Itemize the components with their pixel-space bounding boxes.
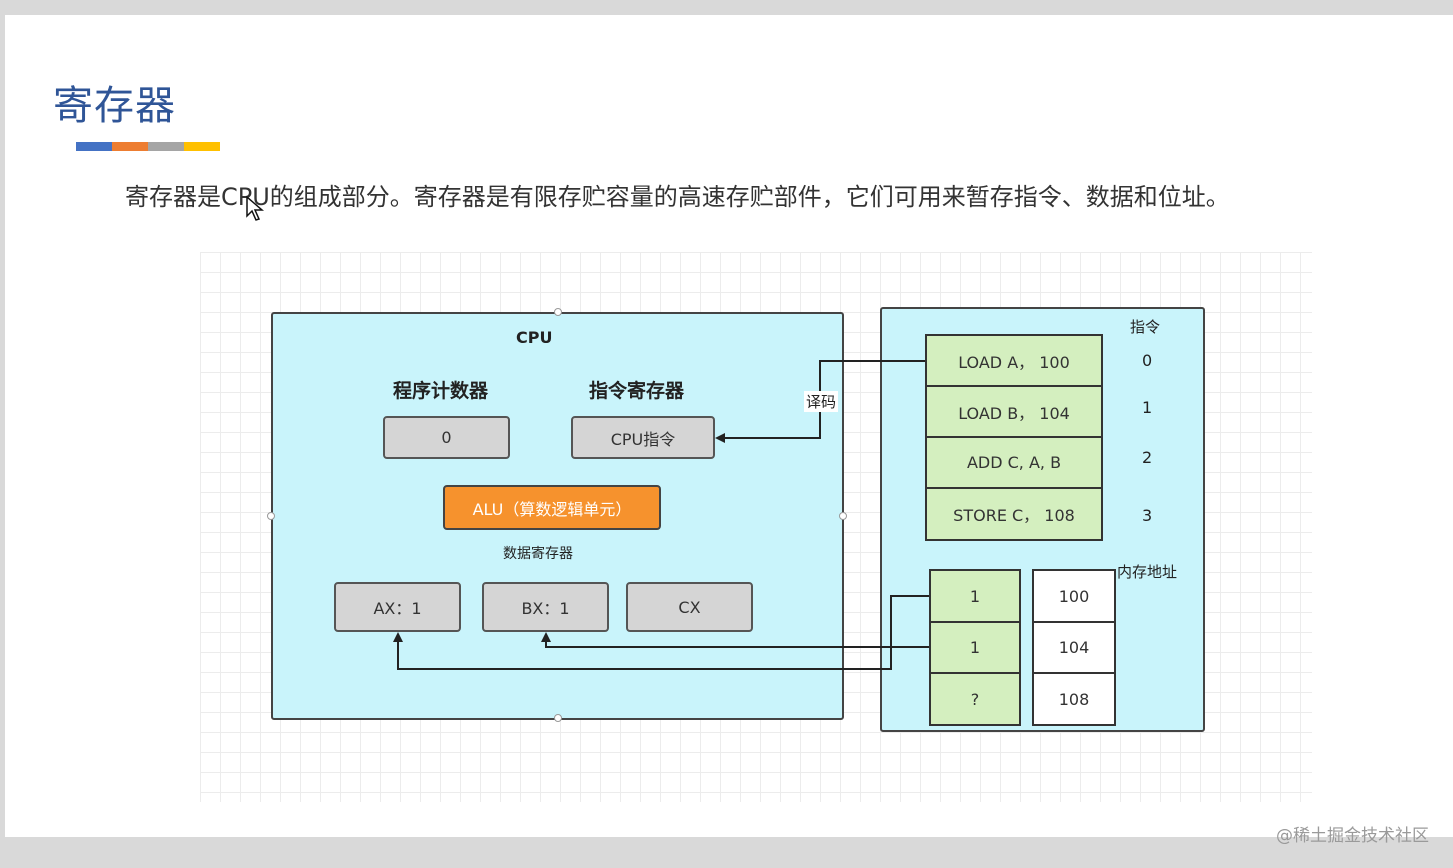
intro-text: 寄存器是CPU的组成部分。寄存器是有限存贮容量的高速存贮部件，它们可用来暂存指令…: [125, 183, 1230, 211]
memory-address-cell[interactable]: 104: [1032, 621, 1116, 674]
underline-segment-gray: [148, 142, 184, 151]
title-underline: [76, 142, 220, 151]
memory-address-cell[interactable]: 108: [1032, 672, 1116, 726]
cpu-title: CPU: [516, 328, 553, 347]
register-cx[interactable]: CX: [626, 582, 753, 632]
memory-data-cell[interactable]: 1: [929, 621, 1021, 674]
selection-handle[interactable]: [267, 512, 275, 520]
memory-data-cell[interactable]: ?: [929, 672, 1021, 726]
data-register-label: 数据寄存器: [503, 546, 573, 562]
selection-handle[interactable]: [554, 714, 562, 722]
instruction-index: 3: [1142, 506, 1153, 525]
instruction-header: 指令: [1130, 318, 1161, 336]
instruction-index: 1: [1142, 398, 1153, 417]
underline-segment-blue: [76, 142, 112, 151]
instruction-cell[interactable]: STORE C， 108: [925, 487, 1103, 541]
underline-segment-yellow: [184, 142, 220, 151]
instruction-index: 0: [1142, 351, 1153, 370]
decode-label: 译码: [804, 391, 839, 412]
slide-title: 寄存器: [53, 83, 176, 129]
register-ax[interactable]: AX：1: [334, 582, 461, 632]
memory-address-header: 内存地址: [1117, 563, 1178, 581]
selection-handle[interactable]: [554, 308, 562, 316]
instruction-index: 2: [1142, 448, 1153, 467]
watermark: @稀土掘金技术社区: [1276, 826, 1429, 846]
instruction-cell[interactable]: ADD C, A, B: [925, 436, 1103, 489]
mouse-cursor-icon: [246, 196, 264, 221]
instruction-register-label: 指令寄存器: [589, 380, 685, 402]
memory-address-cell[interactable]: 100: [1032, 569, 1116, 623]
selection-handle[interactable]: [839, 512, 847, 520]
instruction-register-box[interactable]: CPU指令: [571, 416, 715, 459]
alu-box[interactable]: ALU（算数逻辑单元）: [443, 485, 661, 530]
underline-segment-orange: [112, 142, 148, 151]
program-counter-box[interactable]: 0: [383, 416, 510, 459]
register-bx[interactable]: BX：1: [482, 582, 609, 632]
instruction-cell[interactable]: LOAD B， 104: [925, 385, 1103, 438]
program-counter-label: 程序计数器: [393, 380, 489, 402]
memory-data-cell[interactable]: 1: [929, 569, 1021, 623]
instruction-cell[interactable]: LOAD A， 100: [925, 334, 1103, 387]
